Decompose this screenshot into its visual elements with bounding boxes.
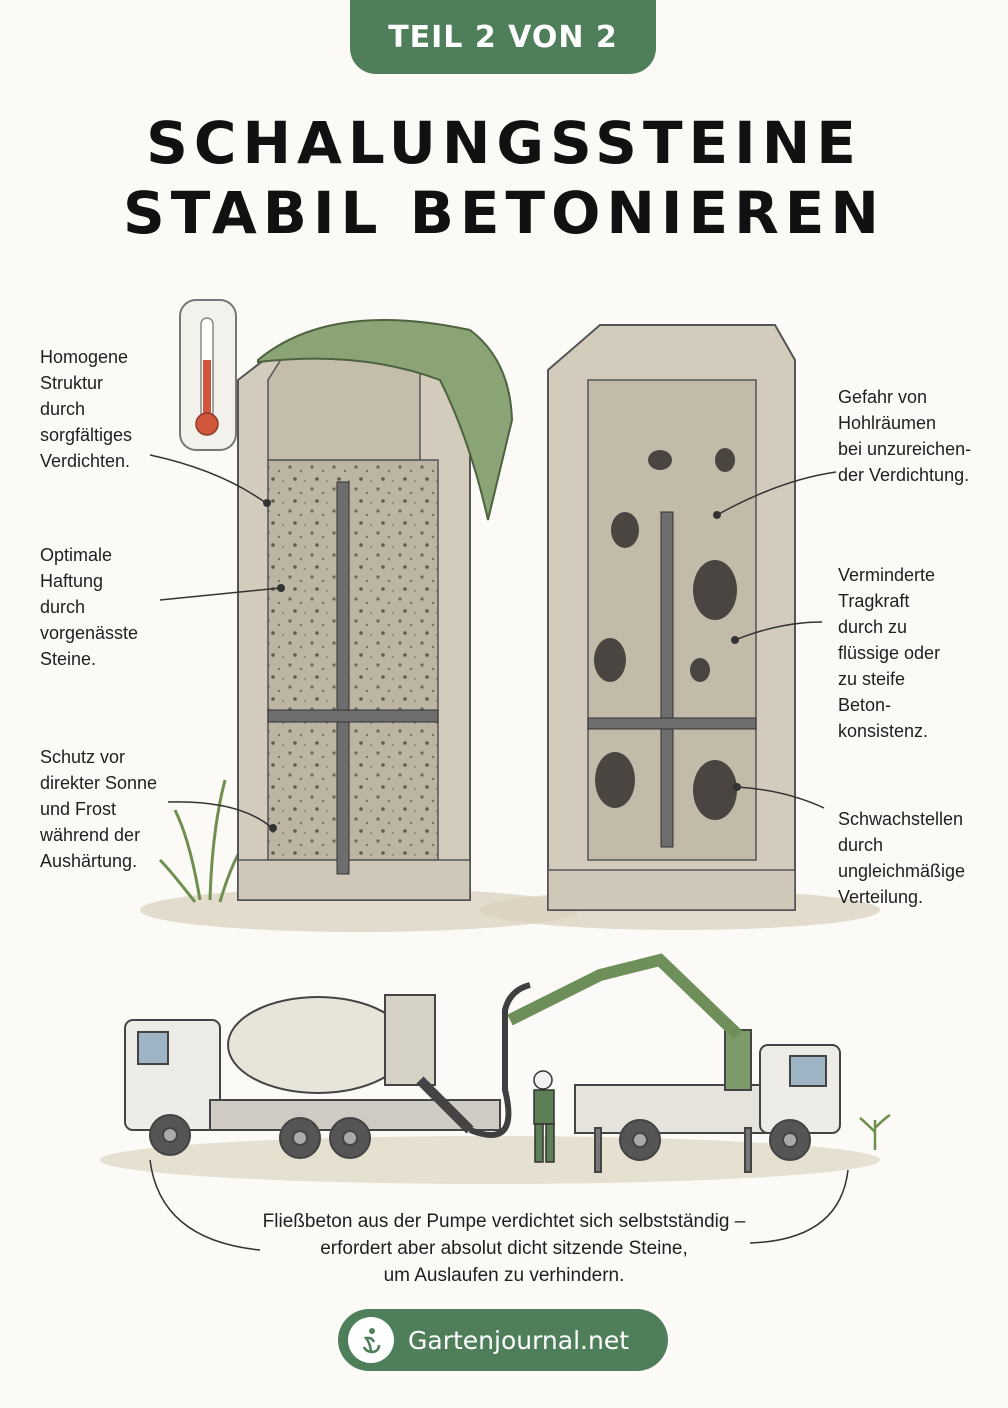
part-badge-text: TEIL 2 VON 2 — [388, 19, 618, 55]
ground-trucks — [100, 1136, 880, 1184]
leader-dot — [269, 824, 277, 832]
caption-bracket-right — [749, 1169, 849, 1244]
thermometer-icon — [179, 299, 237, 451]
sprout-logo-icon — [348, 1317, 394, 1363]
leader-dot — [713, 511, 721, 519]
label-optimal-adhesion: Optimale Haftung durch vorgenässte Stein… — [40, 545, 139, 669]
formwork-block-poor — [547, 324, 796, 911]
leader-lines-left — [149, 454, 281, 829]
small-plant — [859, 1113, 891, 1150]
part-badge: TEIL 2 VON 2 — [350, 0, 656, 74]
caption-bracket-left — [149, 1159, 261, 1251]
brand-pill[interactable]: Gartenjournal.net — [338, 1309, 668, 1371]
label-sun-frost-protection: Schutz vor direkter Sonne und Frost währ… — [40, 747, 158, 871]
leader-dot — [277, 584, 285, 592]
pump-hose — [468, 982, 531, 1138]
concrete-mixer-truck — [124, 994, 501, 1159]
label-homogeneous-structure: Homogene Struktur durch sorgfältiges Ver… — [40, 347, 133, 471]
leader-dot — [263, 499, 271, 507]
label-weak-spots: Schwachstellen durch ungleichmäßige Vert… — [838, 809, 966, 907]
caption-line-3: um Auslaufen zu verhindern. — [383, 1265, 625, 1286]
leader-lines-right — [716, 471, 837, 809]
label-voids-risk: Gefahr von Hohlräumen bei unzureichen- d… — [838, 387, 972, 485]
title-line-2: STABIL BETONIEREN — [123, 179, 885, 247]
pump-caption: Fließbeton aus der Pumpe verdichtet sich… — [180, 1208, 828, 1289]
leader-dot — [731, 636, 739, 644]
leader-dot — [733, 783, 741, 791]
caption-line-2: erfordert aber absolut dicht sitzende St… — [320, 1238, 688, 1259]
worker-figure — [533, 1070, 555, 1163]
title-line-1: SCHALUNGSSTEINE — [146, 109, 862, 177]
page-title: SCHALUNGSSTEINE STABIL BETONIEREN — [0, 108, 1008, 248]
brand-name: Gartenjournal.net — [408, 1325, 630, 1355]
formwork-block-good — [237, 319, 514, 901]
label-reduced-load-capacity: Verminderte Tragkraft durch zu flüssige … — [838, 565, 941, 741]
caption-line-1: Fließbeton aus der Pumpe verdichtet sich… — [262, 1211, 746, 1232]
concrete-pump-truck — [507, 953, 841, 1173]
